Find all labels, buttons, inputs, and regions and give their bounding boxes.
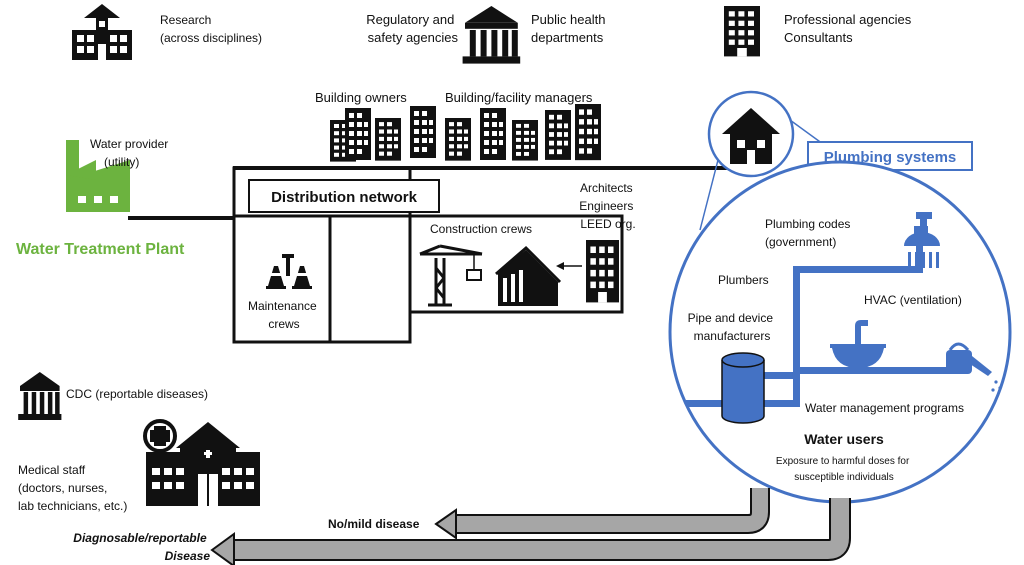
medical-staff-label: Medical staff (doctors, nurses, lab tech… [18,463,127,513]
cdc-building-icon [18,372,62,420]
construction-crews-label: Construction crews [430,222,532,236]
reportable-disease-label: Diagnosable/reportable Disease [73,531,210,563]
regulatory-label: Regulatory and safety agencies [366,12,458,45]
mild-disease-arrow [434,488,770,540]
plumbing-codes-label: Plumbing codes (government) [765,217,854,249]
architects-label: Architects Engineers LEED org. [579,181,636,231]
reportable-disease-arrow [210,498,851,565]
facility-managers-label: Building/facility managers [445,90,593,105]
hospital-icon [143,419,260,506]
office-building-icon [724,6,760,57]
watering-can-icon [946,342,1002,392]
distribution-network-label: Distribution network [271,189,417,206]
government-building-icon [462,6,521,64]
shower-icon [904,226,940,268]
arrow-to-construction-icon [556,262,582,270]
crane-icon [419,244,483,307]
water-treatment-plant-label: Water Treatment Plant [16,241,185,258]
manufacturers-label: Pipe and device manufacturers [688,311,777,343]
maintenance-crews-label: Maintenance crews [248,299,320,331]
house-frame-icon [495,245,562,306]
water-management-label: Water management programs [805,401,964,415]
skyline-icon [330,104,601,162]
plumbers-label: Plumbers [718,273,769,287]
hvac-label: HVAC (ventilation) [864,293,962,307]
distribution-network-label-box [248,179,440,213]
research-label: Research (across disciplines) [160,13,262,45]
architect-building-icon [586,240,619,303]
main-pipe [128,166,755,220]
connector-left [699,159,719,231]
professional-label: Professional agencies Consultants [784,12,915,45]
exposure-label: Exposure to harmful doses for susceptibl… [776,456,912,483]
distribution-network-box [232,166,624,344]
cdc-label: CDC (reportable diseases) [66,387,208,401]
mild-disease-label: No/mild disease [328,517,420,531]
cone-icon [266,254,312,289]
sink-icon [830,320,886,368]
water-provider-label: Water provider (utility) [90,137,172,169]
house-icon [722,108,780,164]
water-users-label: Water users [804,431,884,447]
water-tank-icon [721,352,765,424]
public-health-label: Public health departments [531,12,609,45]
factory-icon [66,140,130,212]
school-building-icon [72,4,132,60]
building-owners-label: Building owners [315,90,407,105]
